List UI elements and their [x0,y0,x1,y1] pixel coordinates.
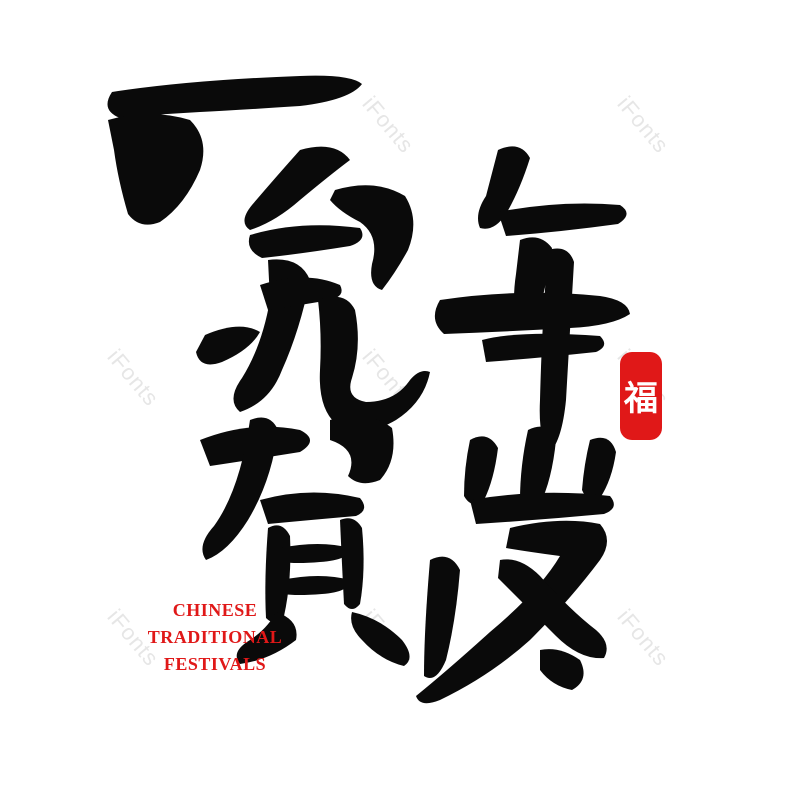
fortune-seal-stamp: 福 [620,352,662,440]
tagline-line-3: FESTIVALS [163,654,267,674]
calligraphy-glyph-year [434,146,630,452]
tagline-line-2: TRADITIONAL [147,627,283,647]
calligraphy-glyph-rabbit [107,75,430,432]
seal-glyph: 福 [623,379,658,419]
tagline-line-1: CHINESE [172,600,258,620]
festival-tagline: CHINESE TRADITIONAL FESTIVALS [140,597,290,678]
calligraphy-glyph-age [416,426,616,704]
calligraphy-glyph-congratulate [200,416,410,666]
